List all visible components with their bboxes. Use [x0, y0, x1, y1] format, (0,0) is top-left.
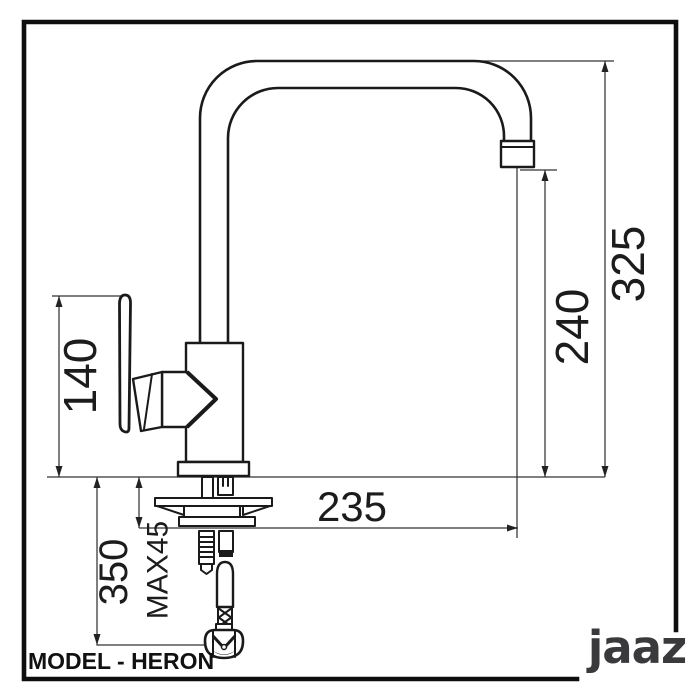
spout-inner-edge	[226, 86, 506, 345]
mounting-hardware	[154, 476, 273, 575]
hose-connector-nut	[203, 628, 245, 660]
spout-aerator	[499, 139, 536, 169]
hose-socket	[218, 530, 234, 553]
dimension-lines	[47, 60, 614, 646]
nut-center-hole	[220, 643, 228, 651]
handle-blade	[118, 293, 132, 434]
wedge-edges	[185, 370, 218, 429]
mounting-plate	[154, 497, 273, 507]
stud-threads	[198, 536, 215, 558]
hose-braid	[217, 606, 233, 629]
dim-label-235: 235	[317, 483, 387, 530]
dim-handle-height	[52, 295, 124, 477]
dim-max-counter-thickness	[135, 477, 143, 528]
dim-overall-height	[478, 60, 614, 477]
arrowhead-up	[135, 477, 143, 488]
brand-logo: jaaz	[586, 621, 686, 674]
handle-base-crease	[143, 373, 153, 430]
mounting-wing-right	[242, 505, 271, 516]
handle-lever	[118, 293, 164, 434]
arrowhead-right	[507, 524, 518, 532]
dim-hose-drop	[93, 477, 206, 646]
dim-label-240: 240	[546, 289, 598, 366]
shank-tube	[201, 476, 214, 499]
hose-body	[215, 560, 235, 609]
dimension-labels: 140 350 MAX45 235 240 325	[54, 226, 654, 620]
dim-outlet-height	[520, 169, 557, 477]
base-flange	[176, 460, 251, 478]
dim-label-325: 325	[602, 226, 654, 303]
mounting-washer	[178, 516, 256, 527]
dim-label-140: 140	[54, 338, 106, 415]
arrowhead-up	[601, 61, 609, 72]
model-label: MODEL - HERON	[28, 648, 214, 674]
dim-label-max45: MAX45	[142, 521, 175, 619]
fitting-notches	[222, 476, 229, 487]
faucet-spout	[198, 59, 536, 345]
spout-outer-edge	[198, 59, 533, 345]
arrowhead-up	[93, 477, 101, 488]
mounting-wing-left	[156, 505, 185, 516]
arrowhead-down	[541, 466, 549, 477]
arrowhead-down	[601, 466, 609, 477]
arrowhead-up	[55, 296, 63, 307]
dim-label-350: 350	[92, 539, 136, 606]
arrowhead-down	[93, 634, 101, 645]
stud-tip	[200, 563, 213, 575]
arrowhead-down	[55, 466, 63, 477]
faucet	[118, 59, 536, 660]
arrowhead-up	[541, 170, 549, 181]
dim-spout-reach	[139, 167, 518, 538]
supply-hose	[203, 560, 245, 660]
nut-shadow	[211, 649, 237, 655]
cartridge-fitting	[217, 476, 234, 496]
hose-socket-cap	[219, 550, 233, 557]
arrowhead-down	[135, 517, 143, 528]
border-frame	[21, 19, 679, 682]
nut-facets	[212, 629, 236, 658]
